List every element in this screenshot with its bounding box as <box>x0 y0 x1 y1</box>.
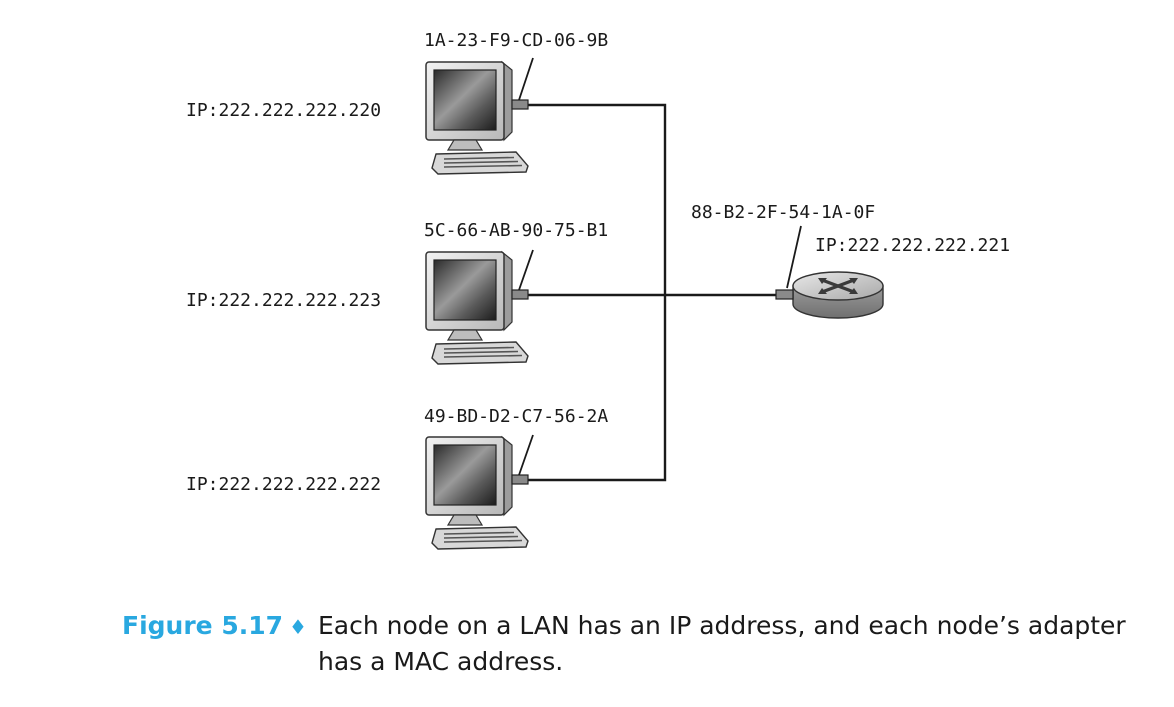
mac-callout-line <box>518 249 534 291</box>
host-2: 5C-66-AB-90-75-B1 IP:222.222.222.223 <box>186 220 608 365</box>
caption-text: Each node on a LAN has an IP address, an… <box>318 611 1126 676</box>
host-3-mac: 49-BD-D2-C7-56-2A <box>424 406 608 427</box>
host-3: 49-BD-D2-C7-56-2A IP:222.222.222.222 <box>186 406 608 550</box>
diamond-separator-icon: ♦ <box>289 615 307 639</box>
mac-callout-line <box>518 434 534 476</box>
computer-icon <box>425 436 529 550</box>
host-1-mac: 1A-23-F9-CD-06-9B <box>424 30 608 51</box>
host-1: 1A-23-F9-CD-06-9B IP:222.222.222.220 <box>186 30 608 175</box>
lan-diagram: 1A-23-F9-CD-06-9B IP:222.222.222.220 5C-… <box>186 30 1010 550</box>
host-3-ip: IP:222.222.222.222 <box>186 474 381 495</box>
router-ip: IP:222.222.222.221 <box>815 235 1010 256</box>
figure-number: Figure 5.17 <box>122 611 284 640</box>
mac-callout-line <box>786 225 802 289</box>
host-2-mac: 5C-66-AB-90-75-B1 <box>424 220 608 241</box>
router: 88-B2-2F-54-1A-0F IP:222.222.222.221 <box>691 202 1010 319</box>
host-1-ip: IP:222.222.222.220 <box>186 100 381 121</box>
lan-bus-cable <box>527 103 667 482</box>
computer-icon <box>425 61 529 175</box>
mac-callout-line <box>518 57 534 101</box>
host-2-ip: IP:222.222.222.223 <box>186 290 381 311</box>
computer-icon <box>425 251 529 365</box>
figure-label: Figure 5.17♦ <box>122 608 307 645</box>
router-icon <box>775 271 884 319</box>
router-mac: 88-B2-2F-54-1A-0F <box>691 202 875 223</box>
